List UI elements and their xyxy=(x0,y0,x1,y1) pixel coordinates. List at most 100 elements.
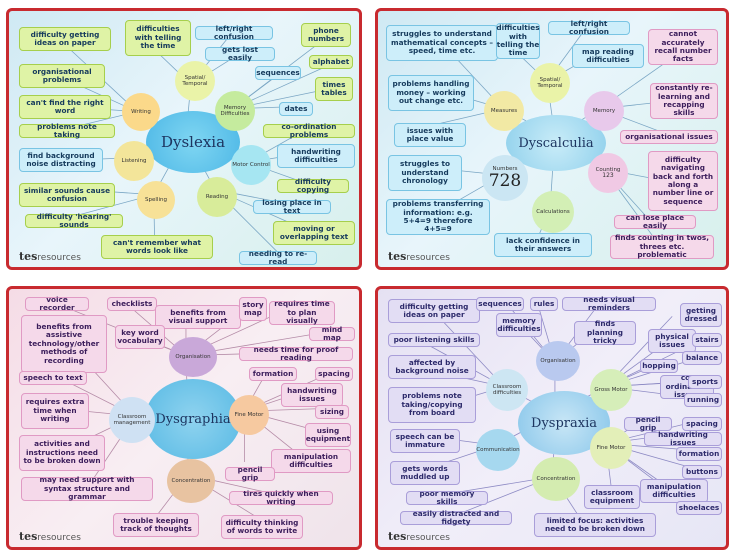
label-box: left/right confusion xyxy=(195,24,273,41)
node-writing: Writing xyxy=(122,93,160,131)
label-box: manipulation difficulties xyxy=(640,479,708,503)
node-label: Motor Control xyxy=(232,161,270,168)
label-box: requires time to plan visually xyxy=(269,300,335,325)
label-box: difficulty navigating back and forth alo… xyxy=(648,151,718,211)
node-fine-motor: Fine Motor xyxy=(229,395,269,435)
label-box: spacing xyxy=(315,367,353,381)
label-text: hopping xyxy=(642,360,676,370)
label-text: activities and instructions need to be b… xyxy=(23,439,101,466)
label-text: difficulty 'hearing' sounds xyxy=(36,211,112,229)
label-text: constantly re-learning and recapping ski… xyxy=(655,83,713,118)
label-box: struggles to understand mathematical con… xyxy=(386,25,498,61)
label-box: alphabet xyxy=(309,55,353,69)
node-label: Spelling xyxy=(145,196,167,203)
label-box: constantly re-learning and recapping ski… xyxy=(650,83,718,119)
label-text: sports xyxy=(692,376,719,386)
label-text: buttons xyxy=(686,466,718,476)
label-box: activities and instructions need to be b… xyxy=(19,435,105,471)
label-box: find background noise distracting xyxy=(19,148,103,172)
label-box: mind map xyxy=(309,325,355,342)
label-box: finds counting in twos, threes etc. prob… xyxy=(610,234,714,259)
label-box: formation xyxy=(249,367,297,381)
label-box: handwriting issues xyxy=(644,430,722,447)
label-box: gets lost easily xyxy=(205,45,275,62)
label-text: easily distracted and fidgety xyxy=(412,508,500,526)
label-text: checklists xyxy=(111,298,153,308)
node-label: Organisation xyxy=(175,353,211,360)
node-numbers: Numbers 728 xyxy=(482,155,528,201)
label-text: sizing xyxy=(319,406,344,416)
label-box: problems note taking xyxy=(19,122,115,139)
node-label: Classroom difficulties xyxy=(492,383,522,396)
label-text: problems transferring information: e.g. … xyxy=(392,199,484,234)
label-text: struggles to understand chronology xyxy=(400,159,450,186)
node-label: Communication xyxy=(476,446,520,453)
label-box: organisational problems xyxy=(19,64,105,88)
label-text: pencil grip xyxy=(635,414,661,432)
label-box: affected by background noise xyxy=(388,355,476,379)
label-text: cannot accurately recall number facts xyxy=(654,29,712,64)
node-label: Memory xyxy=(592,107,616,114)
tes-logo: tesresources xyxy=(388,250,450,263)
label-box: problems handling money – working out ch… xyxy=(388,75,474,111)
node-label: Numbers xyxy=(492,165,518,172)
label-box: checklists xyxy=(107,297,157,311)
node-label: Spatial/ Temporal xyxy=(537,76,563,89)
label-text: times tables xyxy=(321,79,347,97)
label-text: poor listening skills xyxy=(393,334,475,344)
label-text: co-ordination problems xyxy=(281,121,337,139)
label-box: pencil grip xyxy=(624,414,672,432)
label-box: sports xyxy=(688,375,722,389)
label-box: buttons xyxy=(682,465,722,479)
label-box: struggles to understand chronology xyxy=(388,155,462,191)
label-text: dates xyxy=(284,103,308,113)
label-box: rules xyxy=(530,297,558,311)
label-text: pencil grip xyxy=(237,464,263,482)
node-label: Fine Motor xyxy=(234,411,264,418)
label-box: difficulty getting ideas on paper xyxy=(19,27,111,51)
label-text: affected by background noise xyxy=(395,357,469,375)
node-classroom-management: Classroom management xyxy=(109,397,155,443)
label-box: times tables xyxy=(315,77,353,101)
logo-mark: tes xyxy=(19,530,38,543)
label-text: difficulty copying xyxy=(294,176,332,194)
label-box: sequences xyxy=(476,297,524,311)
label-box: shoelaces xyxy=(676,501,722,515)
label-box: gets words muddled up xyxy=(390,461,460,485)
label-box: using equipment xyxy=(305,423,351,447)
label-text: problems handling money – working out ch… xyxy=(392,79,470,106)
label-text: classroom equipment xyxy=(589,487,635,505)
node-organisation: Organisation xyxy=(169,337,217,377)
label-text: needs visual reminders xyxy=(583,294,635,312)
label-text: manipulation difficulties xyxy=(283,451,339,469)
label-text: can't remember what words look like xyxy=(112,237,202,255)
label-box: physical issues xyxy=(648,329,696,353)
label-text: alphabet xyxy=(312,56,350,66)
node-label: Writing xyxy=(131,108,151,115)
label-text: voice recorder xyxy=(39,294,75,312)
label-box: sizing xyxy=(315,405,349,419)
node-label: Memory Difficulties xyxy=(220,104,250,117)
node-classroom-difficulties: Classroom difficulties xyxy=(486,369,528,411)
label-text: finds planning tricky xyxy=(587,319,623,346)
label-text: handwriting difficulties xyxy=(291,146,341,164)
label-text: organisational problems xyxy=(32,66,92,84)
label-text: poor memory skills xyxy=(419,488,475,506)
label-text: problems note taking/copying from board xyxy=(401,391,463,418)
label-text: struggles to understand mathematical con… xyxy=(390,29,494,56)
label-box: getting dressed xyxy=(680,303,722,327)
label-text: benefits from assistive technology/other… xyxy=(28,322,100,365)
label-text: phone numbers xyxy=(307,25,345,43)
label-text: moving or overlapping text xyxy=(279,223,349,241)
label-text: spacing xyxy=(686,418,718,428)
dyspraxia-panel: Dyspraxia Organisation Classroom difficu… xyxy=(375,286,729,550)
node-label: Reading xyxy=(205,193,229,200)
hub-title: Dysgraphia xyxy=(155,411,231,427)
node-label: Listening xyxy=(121,157,147,164)
label-box: voice recorder xyxy=(25,294,89,312)
node-label: Organisation xyxy=(540,357,576,364)
label-text: getting dressed xyxy=(684,305,718,323)
label-box: stairs xyxy=(692,333,722,347)
node-motor: Motor Control xyxy=(231,145,271,185)
label-text: difficulty getting ideas on paper xyxy=(30,29,100,47)
